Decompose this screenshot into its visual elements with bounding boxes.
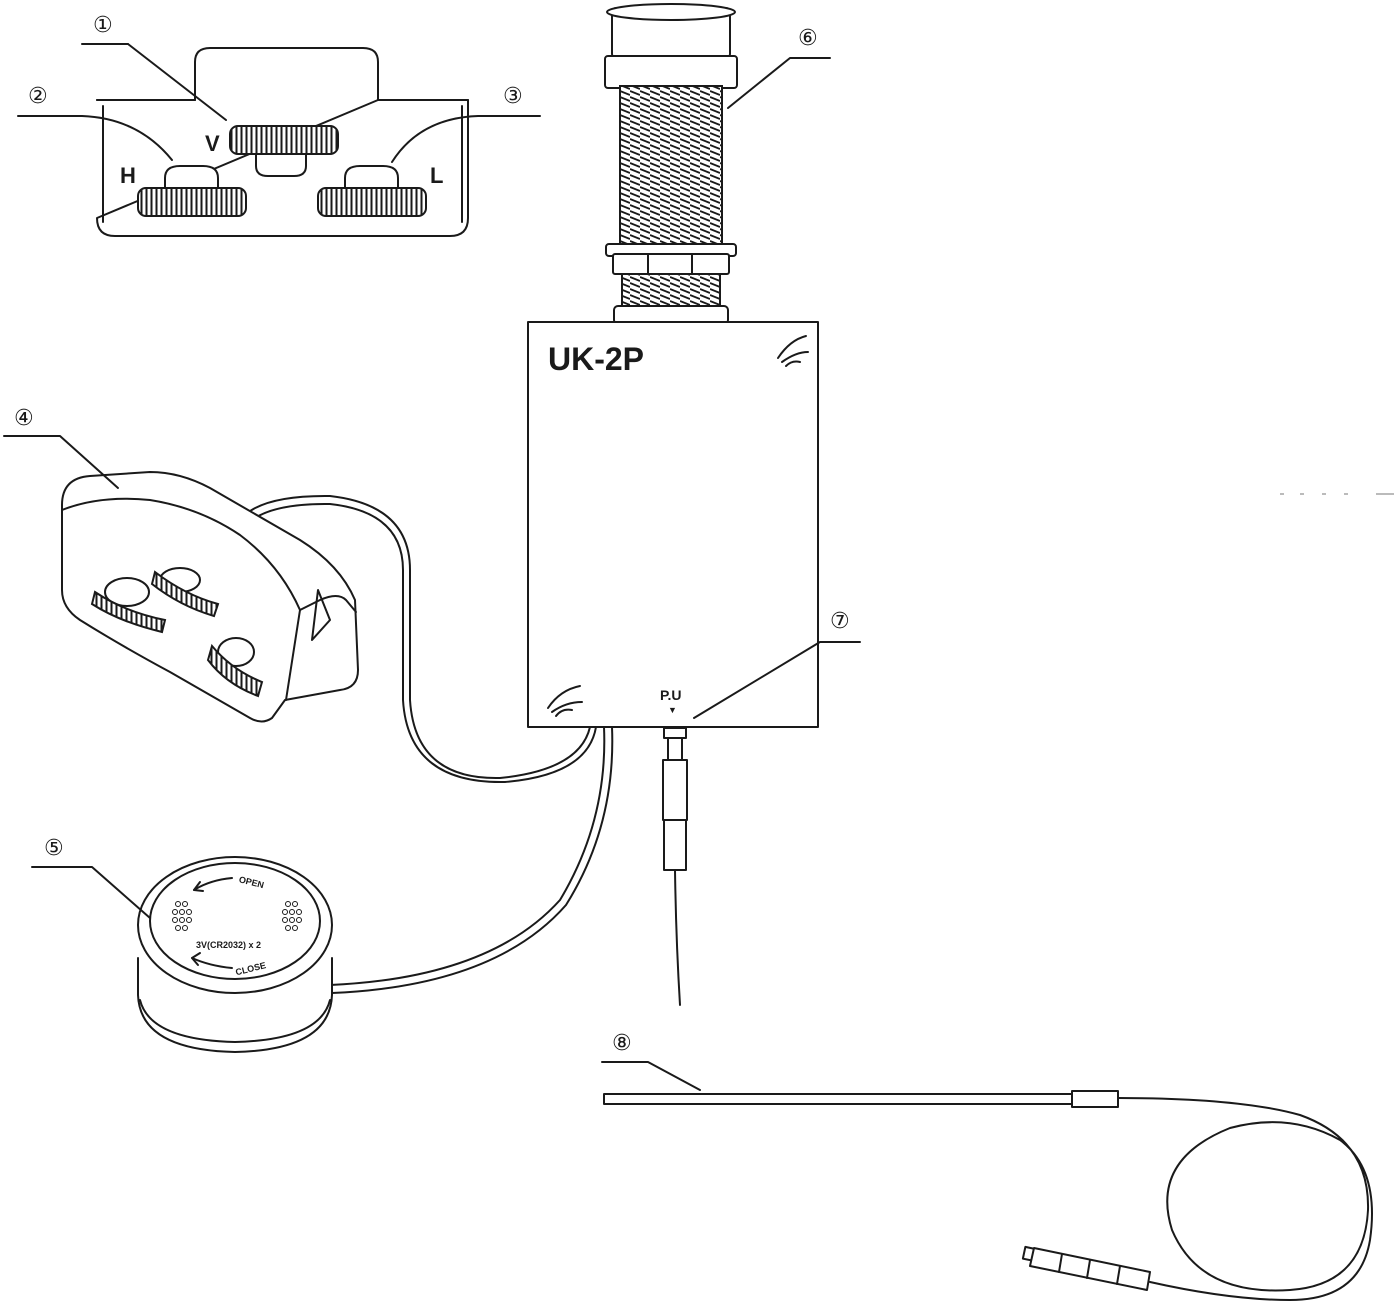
volume-knob (90, 577, 167, 634)
preamp-model: UK-2P (548, 341, 644, 377)
callout-2: ② (17, 84, 173, 161)
grip-dots-icon (172, 901, 192, 931)
callout-7: ⑦ (693, 609, 861, 719)
battery-box: OPEN CLOSE 3V(CR2032) x 2 (137, 856, 333, 1053)
svg-text:④: ④ (14, 406, 34, 431)
preamp-box: UK-2P P.U ▼ (527, 321, 819, 728)
svg-text:⑤: ⑤ (44, 836, 64, 861)
control-cable (245, 502, 597, 784)
svg-text:⑥: ⑥ (798, 26, 818, 51)
under-saddle-pickup (603, 1090, 1373, 1301)
open-arrow-icon (193, 877, 233, 892)
pickup-plug (1021, 1245, 1151, 1291)
battery-spec: 3V(CR2032) x 2 (196, 940, 261, 950)
volume-label: V (205, 131, 220, 156)
callout-8: ⑧ (601, 1031, 701, 1091)
control-panel-top-view: V H L (96, 47, 469, 237)
svg-text:①: ① (93, 13, 113, 38)
bass-label: L (430, 163, 443, 188)
svg-text:⑦: ⑦ (830, 609, 850, 634)
callout-5: ⑤ (31, 836, 151, 919)
svg-text:②: ② (28, 84, 48, 109)
control-panel-3d (61, 471, 359, 723)
bass-knob (206, 637, 264, 698)
svg-text:⑧: ⑧ (612, 1031, 632, 1056)
leaf-ornament-icon (547, 685, 583, 717)
pickup-plug (662, 727, 688, 1006)
svg-text:③: ③ (503, 84, 523, 109)
close-arrow-icon (191, 952, 233, 969)
grip-dots-icon (282, 901, 302, 931)
volume-knob (229, 125, 339, 177)
leaf-ornament-icon (777, 335, 809, 367)
pickup-port-marker: ▼ (668, 705, 677, 715)
control-cable (239, 494, 591, 780)
battery-cable (329, 726, 606, 986)
treble-knob (150, 567, 220, 618)
pickup-port-label: P.U (660, 687, 682, 703)
callout-3: ③ (391, 84, 541, 163)
callout-4: ④ (3, 406, 119, 489)
callout-1: ① (81, 13, 227, 121)
treble-label: H (120, 163, 136, 188)
bass-knob (317, 165, 427, 217)
battery-cable (331, 726, 614, 994)
treble-knob (137, 165, 247, 217)
output-jack (604, 3, 738, 325)
callout-6: ⑥ (727, 26, 831, 109)
